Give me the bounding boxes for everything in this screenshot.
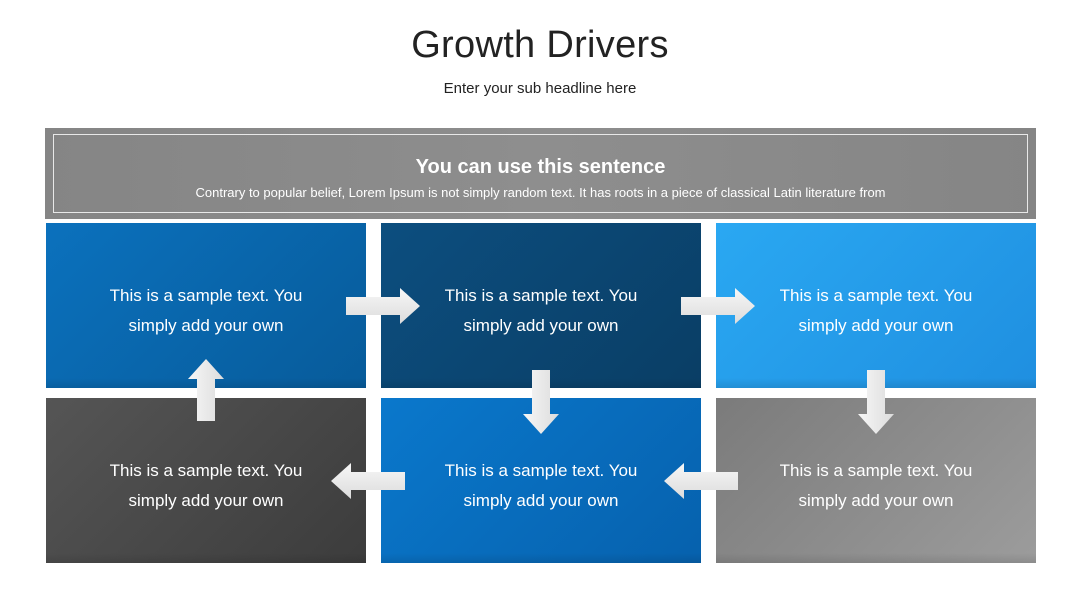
arrow-up-icon [188, 359, 224, 421]
box-5-text: This is a sample text. You simply add yo… [444, 461, 638, 510]
box-3: This is a sample text. You simply add yo… [716, 223, 1036, 388]
arrow-left-icon [331, 463, 405, 499]
box-4: This is a sample text. You simply add yo… [46, 398, 366, 563]
banner-text: Contrary to popular belief, Lorem Ipsum … [195, 185, 886, 200]
box-2-text: This is a sample text. You simply add yo… [444, 286, 638, 335]
box-4-text: This is a sample text. You simply add yo… [109, 461, 303, 510]
arrow-down-icon [523, 370, 559, 434]
banner-heading: You can use this sentence [415, 156, 666, 178]
box-1-text: This is a sample text. You simply add yo… [109, 286, 303, 335]
banner: You can use this sentence Contrary to po… [45, 128, 1036, 219]
arrow-down-icon [858, 370, 894, 434]
arrow-left-icon [664, 463, 738, 499]
box-3-text: This is a sample text. You simply add yo… [779, 286, 973, 335]
arrow-right-icon [346, 288, 420, 324]
page-subtitle: Enter your sub headline here [443, 80, 637, 97]
banner-frame: You can use this sentence Contrary to po… [53, 134, 1028, 213]
page-title: Growth Drivers [411, 24, 669, 66]
box-6-text: This is a sample text. You simply add yo… [779, 461, 973, 510]
box-2: This is a sample text. You simply add yo… [381, 223, 701, 388]
arrow-right-icon [681, 288, 755, 324]
